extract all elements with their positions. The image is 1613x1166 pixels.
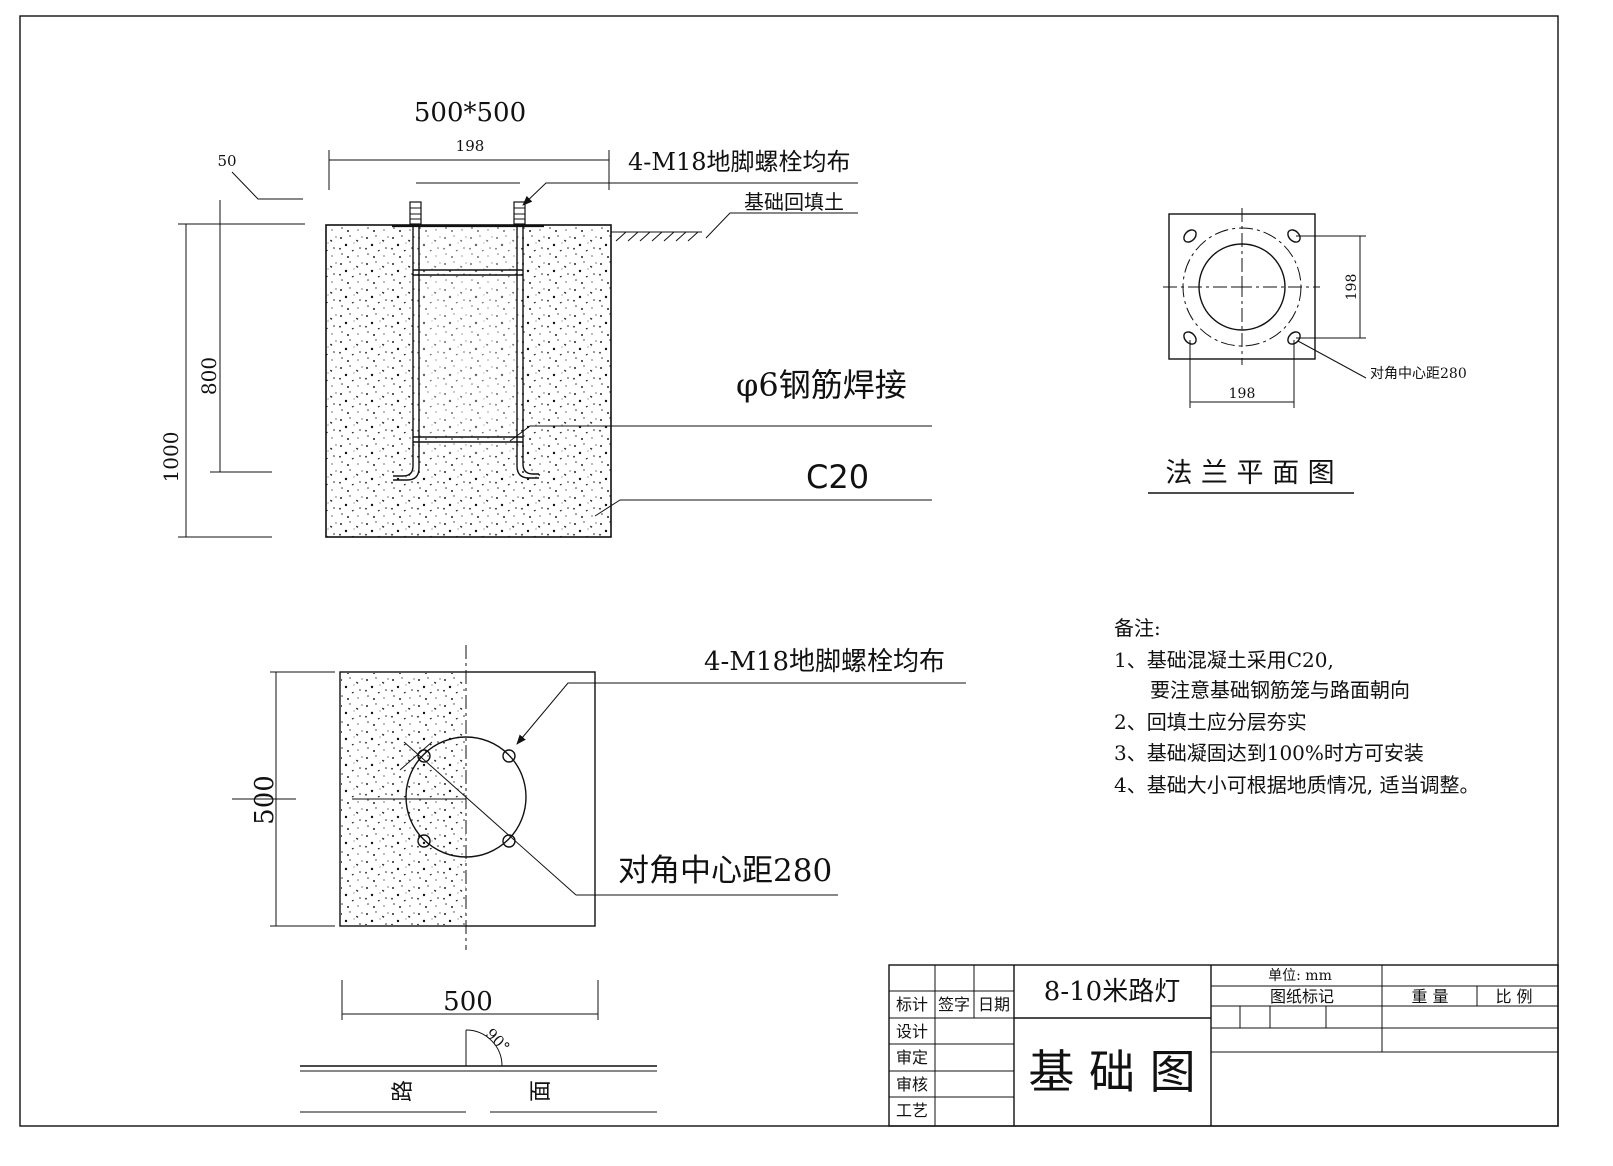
plan-diagonal-note: 对角中心距280 [618,853,832,889]
concrete-block [325,224,612,538]
anchor-bolt-left [393,201,422,481]
soil-hatch [615,231,699,242]
tb-header: 标计 [896,995,928,1014]
flange-bolt-hole [1183,229,1301,345]
plan-width-label: 500 [443,987,493,1017]
plan-diagonal-line [403,741,577,896]
tb-header: 日期 [978,995,1010,1014]
concrete-callout-leader [594,499,932,517]
bolt-callout-leader [522,182,858,206]
notes-block: 备注: 1、基础混凝土采用C20, 要注意基础钢筋笼与路面朝向 2、回填土应分层… [1114,616,1479,797]
cover-leader [231,171,303,200]
embed-depth-label: 800 [197,357,221,395]
plan-bolt-circle [405,736,527,858]
total-depth-label: 1000 [159,432,183,483]
note-item: 2、回填土应分层夯实 [1114,710,1307,734]
plan-view: 4-M18地脚螺栓均布 对角中心距280 500 500 90° 路 面 [232,645,966,1114]
bolt-spacing-label: 198 [456,137,485,155]
rebar-callout: φ6钢筋焊接 [736,366,907,404]
plan-angle-label: 90° [482,1025,514,1057]
bolt-callout: 4-M18地脚螺栓均布 [628,148,851,176]
flange-title: 法 兰 平 面 图 [1165,458,1334,489]
anchor-bolt-right [513,201,539,479]
rebar-callout-leader [509,425,932,442]
note-item: 4、基础大小可根据地质情况, 适当调整。 [1114,773,1479,797]
flange-diagonal-note: 对角中心距280 [1370,366,1467,382]
flange-dim-vertical: 198 [1344,274,1360,301]
backfill-leader [705,212,858,239]
notes-heading: 备注: [1114,616,1161,640]
backfill-callout: 基础回填土 [744,190,844,214]
tb-row-label: 设计 [896,1022,928,1041]
plan-bolt-callout: 4-M18地脚螺栓均布 [704,647,945,677]
tb-row-label: 审核 [896,1075,928,1094]
size-label: 500*500 [414,98,526,128]
road-label-right: 面 [529,1080,554,1102]
tb-unit: 单位: mm [1268,968,1332,984]
tb-header: 签字 [938,995,970,1014]
road-label-left: 路 [391,1080,416,1102]
drawing-frame [19,15,1559,1127]
plan-height-label: 500 [250,775,280,825]
tb-project: 8-10米路灯 [1044,977,1180,1007]
concrete-callout: C20 [806,458,869,496]
cover-label: 50 [217,152,236,170]
tb-scale: 比 例 [1495,987,1532,1006]
tb-drawing-title: 基 础 图 [1028,1045,1195,1099]
flange-dim-horizontal: 198 [1229,386,1256,402]
tb-row-label: 审定 [896,1048,928,1067]
plan-bolt-callout-leader [516,682,966,745]
tb-weight: 重 量 [1411,987,1448,1006]
note-item: 1、基础混凝土采用C20, [1114,648,1334,672]
title-block: 标计 签字 日期 设计 审定 审核 工艺 8-10米路灯 基 础 图 单位: m… [888,964,1559,1127]
tb-row-label: 工艺 [896,1101,928,1120]
flange-plan-view: 198 198 对角中心距280 法 兰 平 面 图 [1148,208,1467,494]
elevation-view: 500*500 198 50 800 1000 [159,98,932,538]
note-item: 要注意基础钢筋笼与路面朝向 [1150,678,1410,702]
tb-drawing-mark: 图纸标记 [1270,987,1334,1006]
note-item: 3、基础凝固达到100%时方可安装 [1114,741,1424,765]
